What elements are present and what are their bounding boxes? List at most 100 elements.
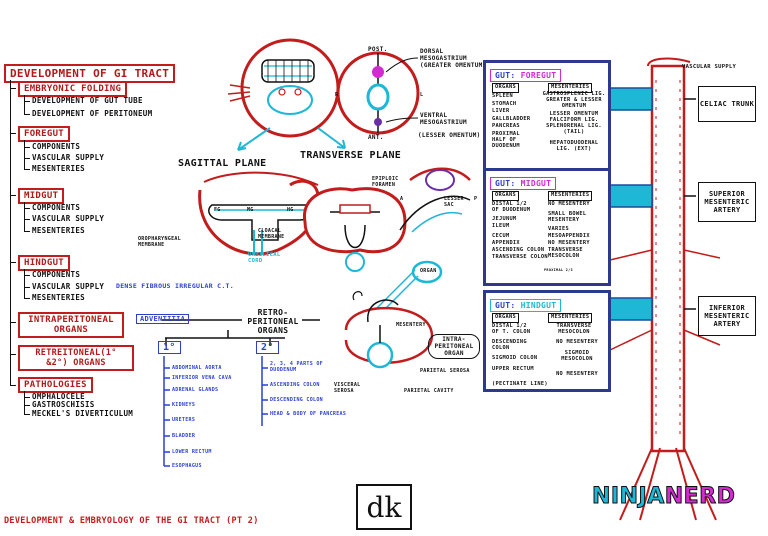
organs-header: ORGANS bbox=[492, 191, 519, 201]
midgut-header: GUT: MIDGUT bbox=[490, 177, 557, 190]
list-item: ADRENAL GLANDS bbox=[172, 387, 219, 393]
celiac-trunk-box: CELIAC TRUNK bbox=[698, 86, 756, 122]
outline-item: DEVELOPMENT OF GUT TUBE bbox=[32, 96, 143, 105]
anterior-label: A bbox=[400, 196, 404, 202]
list-item: STOMACH bbox=[492, 100, 517, 107]
ninja-nerd-logo: NINJANERD bbox=[592, 484, 736, 510]
aorta-drawing bbox=[594, 57, 721, 521]
section-retroperitoneal[interactable]: RETREITONEAL(1° &2°) ORGANS bbox=[18, 345, 134, 371]
sagittal-embryo-drawing bbox=[227, 38, 360, 138]
outline-item: MESENTERIES bbox=[32, 226, 85, 235]
list-item: 2, 3, 4 PARTS OF DUODENUM bbox=[270, 361, 323, 373]
list-item: ASCENDING COLON bbox=[492, 247, 545, 253]
vascular-supply-label: VASCULAR SUPPLY bbox=[682, 64, 737, 70]
section-hindgut[interactable]: HINDGUT bbox=[18, 255, 71, 271]
list-item: DESCENDING COLON bbox=[270, 397, 323, 403]
ventral-mesogastrium-label: VENTRAL MESOGASTRIUM bbox=[420, 112, 467, 126]
outline-item: OMPHALOCELE bbox=[32, 392, 85, 401]
section-foregut[interactable]: FOREGUT bbox=[18, 126, 71, 142]
mesenteries-header: MESENTERIES bbox=[548, 313, 593, 323]
lesser-sac-label: LESSER SAC bbox=[444, 196, 464, 208]
list-item: LIVER bbox=[492, 108, 510, 115]
outline-item: COMPONENTS bbox=[32, 270, 81, 279]
organs-header: ORGANS bbox=[492, 83, 519, 93]
footer-title: DEVELOPMENT & EMBRYOLOGY OF THE GI TRACT… bbox=[4, 516, 259, 526]
lesser-sac-drawing bbox=[399, 167, 471, 233]
list-item: DESCENDING COLON bbox=[492, 339, 527, 351]
list-item: HEAD & BODY OF PANCREAS bbox=[270, 411, 347, 417]
foregut-header: GUT: FOREGUT bbox=[490, 69, 562, 82]
mesentery-label: MESENTERY bbox=[396, 322, 426, 328]
dorsal-mesogastrium-label: DORSAL MESOGASTRIUM (GREATER OMENTUM) bbox=[420, 48, 487, 69]
sagittal-plane-label: SAGITTAL PLANE bbox=[178, 158, 267, 169]
outline-item: DEVELOPMENT OF PERITONEUM bbox=[32, 109, 153, 118]
list-item: TRANSVERSE MESOCOLON bbox=[548, 247, 583, 259]
transverse-plane-label: TRANSVERSE PLANE bbox=[300, 150, 402, 161]
mesenteries-header: MESENTERIES bbox=[548, 83, 593, 93]
list-item: APPENDIX bbox=[492, 240, 520, 246]
oropharyngeal-membrane-label: OROPHARYNGEAL MEMBRANE bbox=[138, 236, 182, 248]
outline-item: MECKEL'S DIVERTICULUM bbox=[32, 409, 134, 418]
hindgut-header: GUT: HINDGUT bbox=[490, 299, 562, 312]
foregut-panel: GUT: FOREGUT ORGANS MESENTERIES SPLEEN S… bbox=[483, 60, 611, 172]
list-item: GREATER & LESSER OMENTUM bbox=[546, 97, 602, 109]
outline-item: VASCULAR SUPPLY bbox=[32, 282, 105, 291]
list-item: PANCREAS bbox=[492, 123, 520, 130]
list-item: KIDNEYS bbox=[172, 402, 196, 408]
hg-label: HG bbox=[287, 207, 294, 213]
organs-header: ORGANS bbox=[492, 313, 519, 323]
transverse-plane-drawing bbox=[303, 187, 407, 272]
mesenteries-header: MESENTERIES bbox=[548, 191, 593, 201]
list-item: SIGMOID COLON bbox=[492, 355, 538, 361]
list-item: LESSER OMENTUM FALCIFORM LIG. bbox=[549, 111, 599, 123]
list-item: JEJUNUM bbox=[492, 216, 517, 222]
post-label: POST. bbox=[368, 46, 388, 53]
list-item: MESOAPPENDIX bbox=[548, 233, 590, 239]
section-embryonic-folding[interactable]: EMBRYONIC FOLDING bbox=[18, 81, 128, 97]
retroperitoneal-title: RETRO-PERITONEAL ORGANS bbox=[247, 308, 299, 335]
outline-item: MESENTERIES bbox=[32, 293, 85, 302]
organ-mesentery-drawing bbox=[344, 260, 443, 369]
umbilical-cord-label: UMBILICAL CORD bbox=[248, 252, 281, 264]
epiploic-foramen-label: EPIPLOIC FORAMEN bbox=[372, 176, 399, 188]
dk-logo: dk bbox=[356, 484, 412, 530]
lesser-omentum-label: (LESSER OMENTUM) bbox=[418, 132, 481, 139]
list-item: SIGMOID MESOCOLON bbox=[561, 350, 593, 362]
list-item: SMALL BOWEL MESENTERY bbox=[548, 211, 587, 223]
list-item: TRANSVERSE COLON bbox=[492, 254, 548, 260]
adventitia-label: ADVENTITIA bbox=[136, 314, 190, 324]
list-item: DISTAL 1/2 OF DUODENUM bbox=[492, 201, 531, 213]
list-item: ESOPHAGUS bbox=[172, 463, 202, 469]
list-item: SPLEEN bbox=[492, 93, 513, 99]
list-item: ABDOMINAL AORTA bbox=[172, 365, 222, 371]
section-midgut[interactable]: MIDGUT bbox=[18, 188, 65, 204]
section-intraperitoneal[interactable]: INTRAPERITONEAL ORGANS bbox=[18, 312, 124, 338]
list-item: NO MESENTERY bbox=[548, 201, 590, 207]
fg-label: FG bbox=[214, 207, 221, 213]
visceral-serosa-label: VISCERAL SEROSA bbox=[334, 382, 361, 394]
primary-retro-box: 1° bbox=[158, 341, 181, 354]
list-item: DISTAL 1/2 OF T. COLON bbox=[492, 323, 531, 335]
outline-item: COMPONENTS bbox=[32, 142, 81, 151]
parietal-cavity-label: PARIETAL CAVITY bbox=[404, 388, 454, 394]
list-item: GALLBLADDER bbox=[492, 115, 531, 122]
outline-item: MESENTERIES bbox=[32, 164, 85, 173]
ant-label: ANT. bbox=[368, 134, 384, 141]
list-item: NO MESENTERY bbox=[556, 339, 598, 345]
posterior-label: P bbox=[474, 196, 478, 202]
outline-item: COMPONENTS bbox=[32, 203, 81, 212]
list-item: LOWER RECTUM bbox=[172, 449, 212, 455]
midgut-panel: GUT: MIDGUT ORGANS MESENTERIES DISTAL 1/… bbox=[483, 168, 611, 286]
list-item: (PECTINATE LINE) bbox=[492, 381, 548, 387]
right-label: R bbox=[335, 92, 339, 98]
left-label: L bbox=[420, 92, 424, 98]
outline-item: VASCULAR SUPPLY bbox=[32, 153, 105, 162]
section-pathologies[interactable]: PATHOLOGIES bbox=[18, 377, 93, 393]
list-item: ILEUM bbox=[492, 223, 510, 229]
parietal-serosa-label: PARIETAL SEROSA bbox=[420, 368, 470, 374]
organ-label: ORGAN bbox=[420, 268, 437, 274]
list-item: URETERS bbox=[172, 417, 196, 423]
list-item: NO MESENTERY bbox=[556, 371, 598, 377]
list-item: PROXIMAL HALF OF DUODENUM bbox=[492, 130, 520, 149]
